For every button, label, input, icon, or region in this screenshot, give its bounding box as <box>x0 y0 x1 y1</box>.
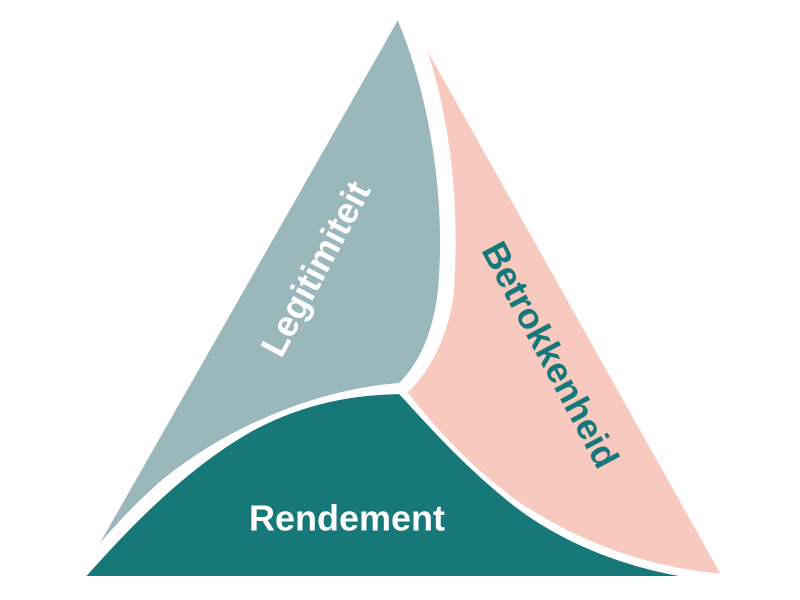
segment-betrokkenheid <box>403 28 726 578</box>
segment-rendement <box>80 390 707 580</box>
label-rendement: Rendement <box>249 498 445 539</box>
segment-legitimiteit <box>86 14 445 562</box>
